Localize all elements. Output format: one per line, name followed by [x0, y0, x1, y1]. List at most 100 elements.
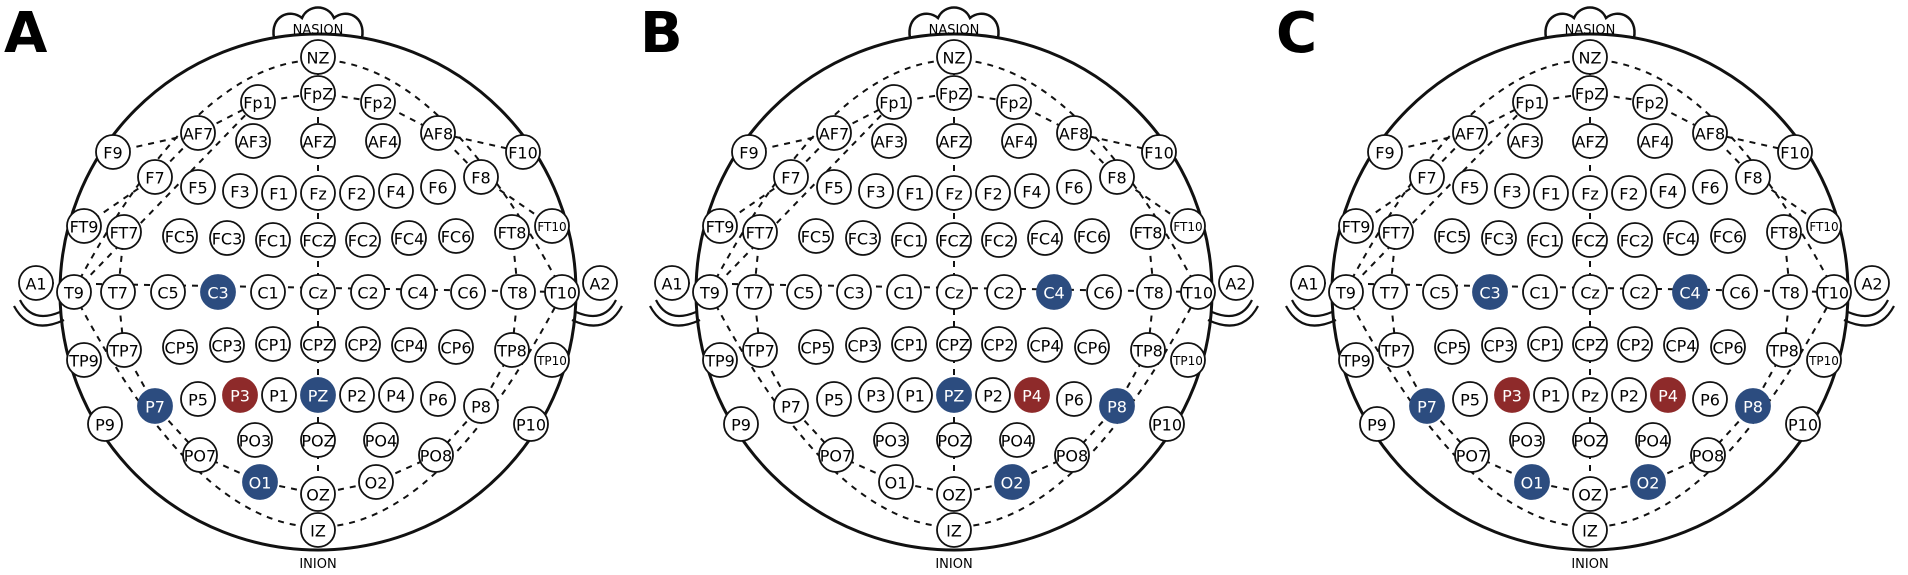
electrode-cpz: CPZ	[300, 326, 336, 362]
electrode-ft8: FT8	[494, 214, 530, 250]
electrode-circle	[358, 464, 394, 500]
electrode-afz: AFZ	[1572, 123, 1608, 159]
electrode-label: T10	[1182, 284, 1213, 303]
electrode-label: P9	[731, 416, 751, 435]
electrode-circle	[1099, 159, 1135, 195]
dashed-guide-line	[1013, 101, 1160, 153]
electrode-circle	[723, 406, 759, 442]
electrode-label: CP5	[165, 339, 196, 358]
electrode-circle	[1854, 265, 1890, 301]
electrode-fc1: FC1	[891, 222, 927, 258]
electrode-label: CP4	[1666, 337, 1697, 356]
electrode-label: Cz	[944, 284, 964, 303]
electrode-circle	[1690, 437, 1726, 473]
electrode-label: Fz	[309, 185, 327, 204]
electrode-circle	[350, 274, 386, 310]
electrode-ft8: FT8	[1130, 214, 1166, 250]
electrode-circle	[1572, 39, 1608, 75]
electrode-label: T7	[743, 284, 764, 303]
electrode-label: TP10	[1172, 354, 1203, 368]
electrode-circle	[162, 329, 198, 365]
electrode-label: F6	[1700, 179, 1719, 198]
electrode-label: OZ	[1578, 486, 1602, 505]
electrode-circle	[786, 274, 822, 310]
electrode-cp3: CP3	[1481, 327, 1517, 363]
electrode-p2: P2	[1611, 377, 1647, 413]
electrode-circle	[300, 377, 336, 413]
electrode-circle	[1507, 123, 1543, 159]
electrode-label: CP5	[1437, 339, 1468, 358]
electrode-circle	[345, 222, 381, 258]
electrode-circle	[936, 222, 972, 258]
electrode-label: PO3	[1511, 432, 1543, 451]
electrode-label: C6	[1093, 284, 1114, 303]
electrode-p8: P8	[1099, 388, 1135, 424]
electrode-circle	[1650, 173, 1686, 209]
electrode-fp2: Fp2	[996, 84, 1032, 120]
electrode-label: C2	[357, 284, 378, 303]
electrode-circle	[692, 274, 728, 310]
electrode-circle	[365, 123, 401, 159]
electrode-circle	[1372, 274, 1408, 310]
electrode-circle	[1611, 377, 1647, 413]
electrode-f5: F5	[180, 169, 216, 205]
electrode-label: TP7	[108, 342, 139, 361]
electrode-circle	[235, 123, 271, 159]
electrode-label: FCZ	[302, 232, 333, 251]
electrode-label: P3	[230, 387, 250, 406]
electrode-ft9: FT9	[66, 208, 102, 244]
electrode-circle	[1056, 169, 1092, 205]
electrode-label: CP4	[1030, 337, 1061, 356]
electrode-label: P4	[386, 387, 406, 406]
electrode-label: AF7	[183, 125, 213, 144]
electrode-circle	[463, 159, 499, 195]
electrode-f3: F3	[222, 173, 258, 209]
electrode-f10: F10	[1141, 134, 1177, 170]
electrode-circle	[180, 115, 216, 151]
electrode-circle	[182, 437, 218, 473]
electrode-a2: A2	[582, 265, 618, 301]
left-ear-outline	[649, 299, 701, 327]
electrode-label: P2	[1619, 387, 1639, 406]
electrode-label: FC5	[801, 228, 832, 247]
electrode-cp2: CP2	[981, 326, 1017, 362]
electrode-label: TP8	[1132, 342, 1163, 361]
electrode-circle	[702, 208, 738, 244]
electrode-f9: F9	[1367, 134, 1403, 170]
electrode-fc2: FC2	[981, 222, 1017, 258]
electrode-label: F3	[866, 183, 885, 202]
electrode-fc4: FC4	[1663, 220, 1699, 256]
electrode-label: T8	[1779, 284, 1800, 303]
panel-letter: B	[640, 1, 683, 66]
electrode-f3: F3	[858, 173, 894, 209]
electrode-circle	[1378, 332, 1414, 368]
electrode-circle	[237, 422, 273, 458]
electrode-f9: F9	[731, 134, 767, 170]
electrode-af7: AF7	[816, 115, 852, 151]
electrode-circle	[1632, 84, 1668, 120]
electrode-label: AF3	[238, 133, 268, 152]
electrode-label: F10	[508, 144, 538, 163]
electrode-label: F7	[145, 169, 164, 188]
electrode-label: CP3	[1484, 337, 1515, 356]
electrode-f6: F6	[1056, 169, 1092, 205]
electrode-cz: Cz	[300, 274, 336, 310]
electrode-label: FC4	[1666, 230, 1697, 249]
electrode-circle	[180, 169, 216, 205]
electrode-p4: P4	[1014, 377, 1050, 413]
electrode-circle	[378, 173, 414, 209]
electrode-a1: A1	[18, 265, 54, 301]
electrode-label: Pz	[1581, 387, 1599, 406]
electrode-circle	[544, 274, 580, 310]
electrode-circle	[200, 274, 236, 310]
electrode-label: C5	[157, 284, 178, 303]
electrode-label: FC5	[1437, 228, 1468, 247]
electrode-circle	[1611, 175, 1647, 211]
electrode-cp6: CP6	[1710, 329, 1746, 365]
electrode-label: O2	[365, 474, 388, 493]
electrode-fc5: FC5	[1434, 218, 1470, 254]
electrode-label: O1	[249, 474, 272, 493]
electrode-tp7: TP7	[742, 332, 778, 368]
electrode-label: Fp2	[363, 94, 393, 113]
electrode-c3: C3	[200, 274, 236, 310]
